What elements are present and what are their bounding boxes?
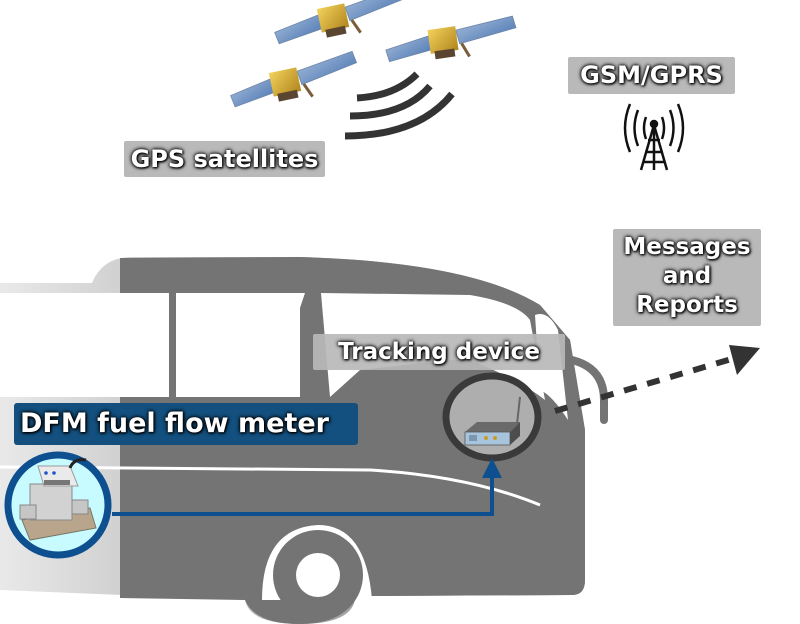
dfm-fuel-flow-meter-label: DFM fuel flow meter (14, 403, 358, 445)
satellite-icon (230, 50, 358, 108)
tracking-device-icon (442, 372, 542, 462)
cell-tower-icon (623, 103, 685, 171)
gsm-gprs-label: GSM/GPRS (568, 57, 735, 94)
fuel-flow-meter-icon (4, 451, 112, 559)
satellite-icon (385, 15, 517, 63)
connection-arrow-icon (112, 458, 502, 516)
dashed-arrow-icon (554, 345, 760, 414)
signal-waves-icon (344, 71, 455, 140)
tracking-device-label: Tracking device (313, 334, 565, 370)
messages-reports-label: Messages and Reports (613, 229, 761, 326)
gps-satellites-label: GPS satellites (124, 141, 325, 177)
satellite-icon (274, 0, 406, 45)
